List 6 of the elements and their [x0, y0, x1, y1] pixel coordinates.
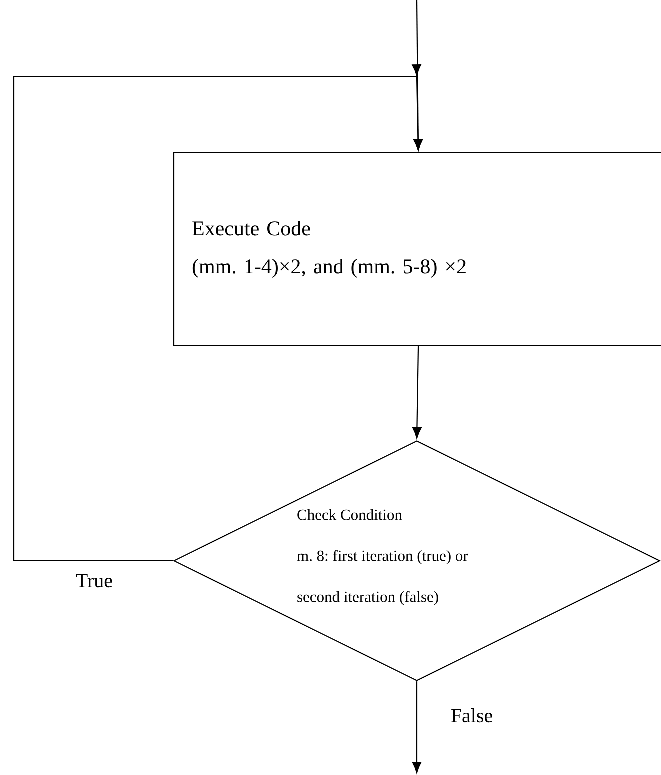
edge-label: False — [450, 708, 494, 724]
arrow — [412, 346, 422, 439]
arrow — [412, 682, 422, 774]
arrow — [13, 64, 423, 562]
edge-label: True — [74, 573, 114, 589]
process-box: Execute Code (mm. 1-4)×2, and (mm. 5-8) ×2 — [173, 152, 661, 347]
